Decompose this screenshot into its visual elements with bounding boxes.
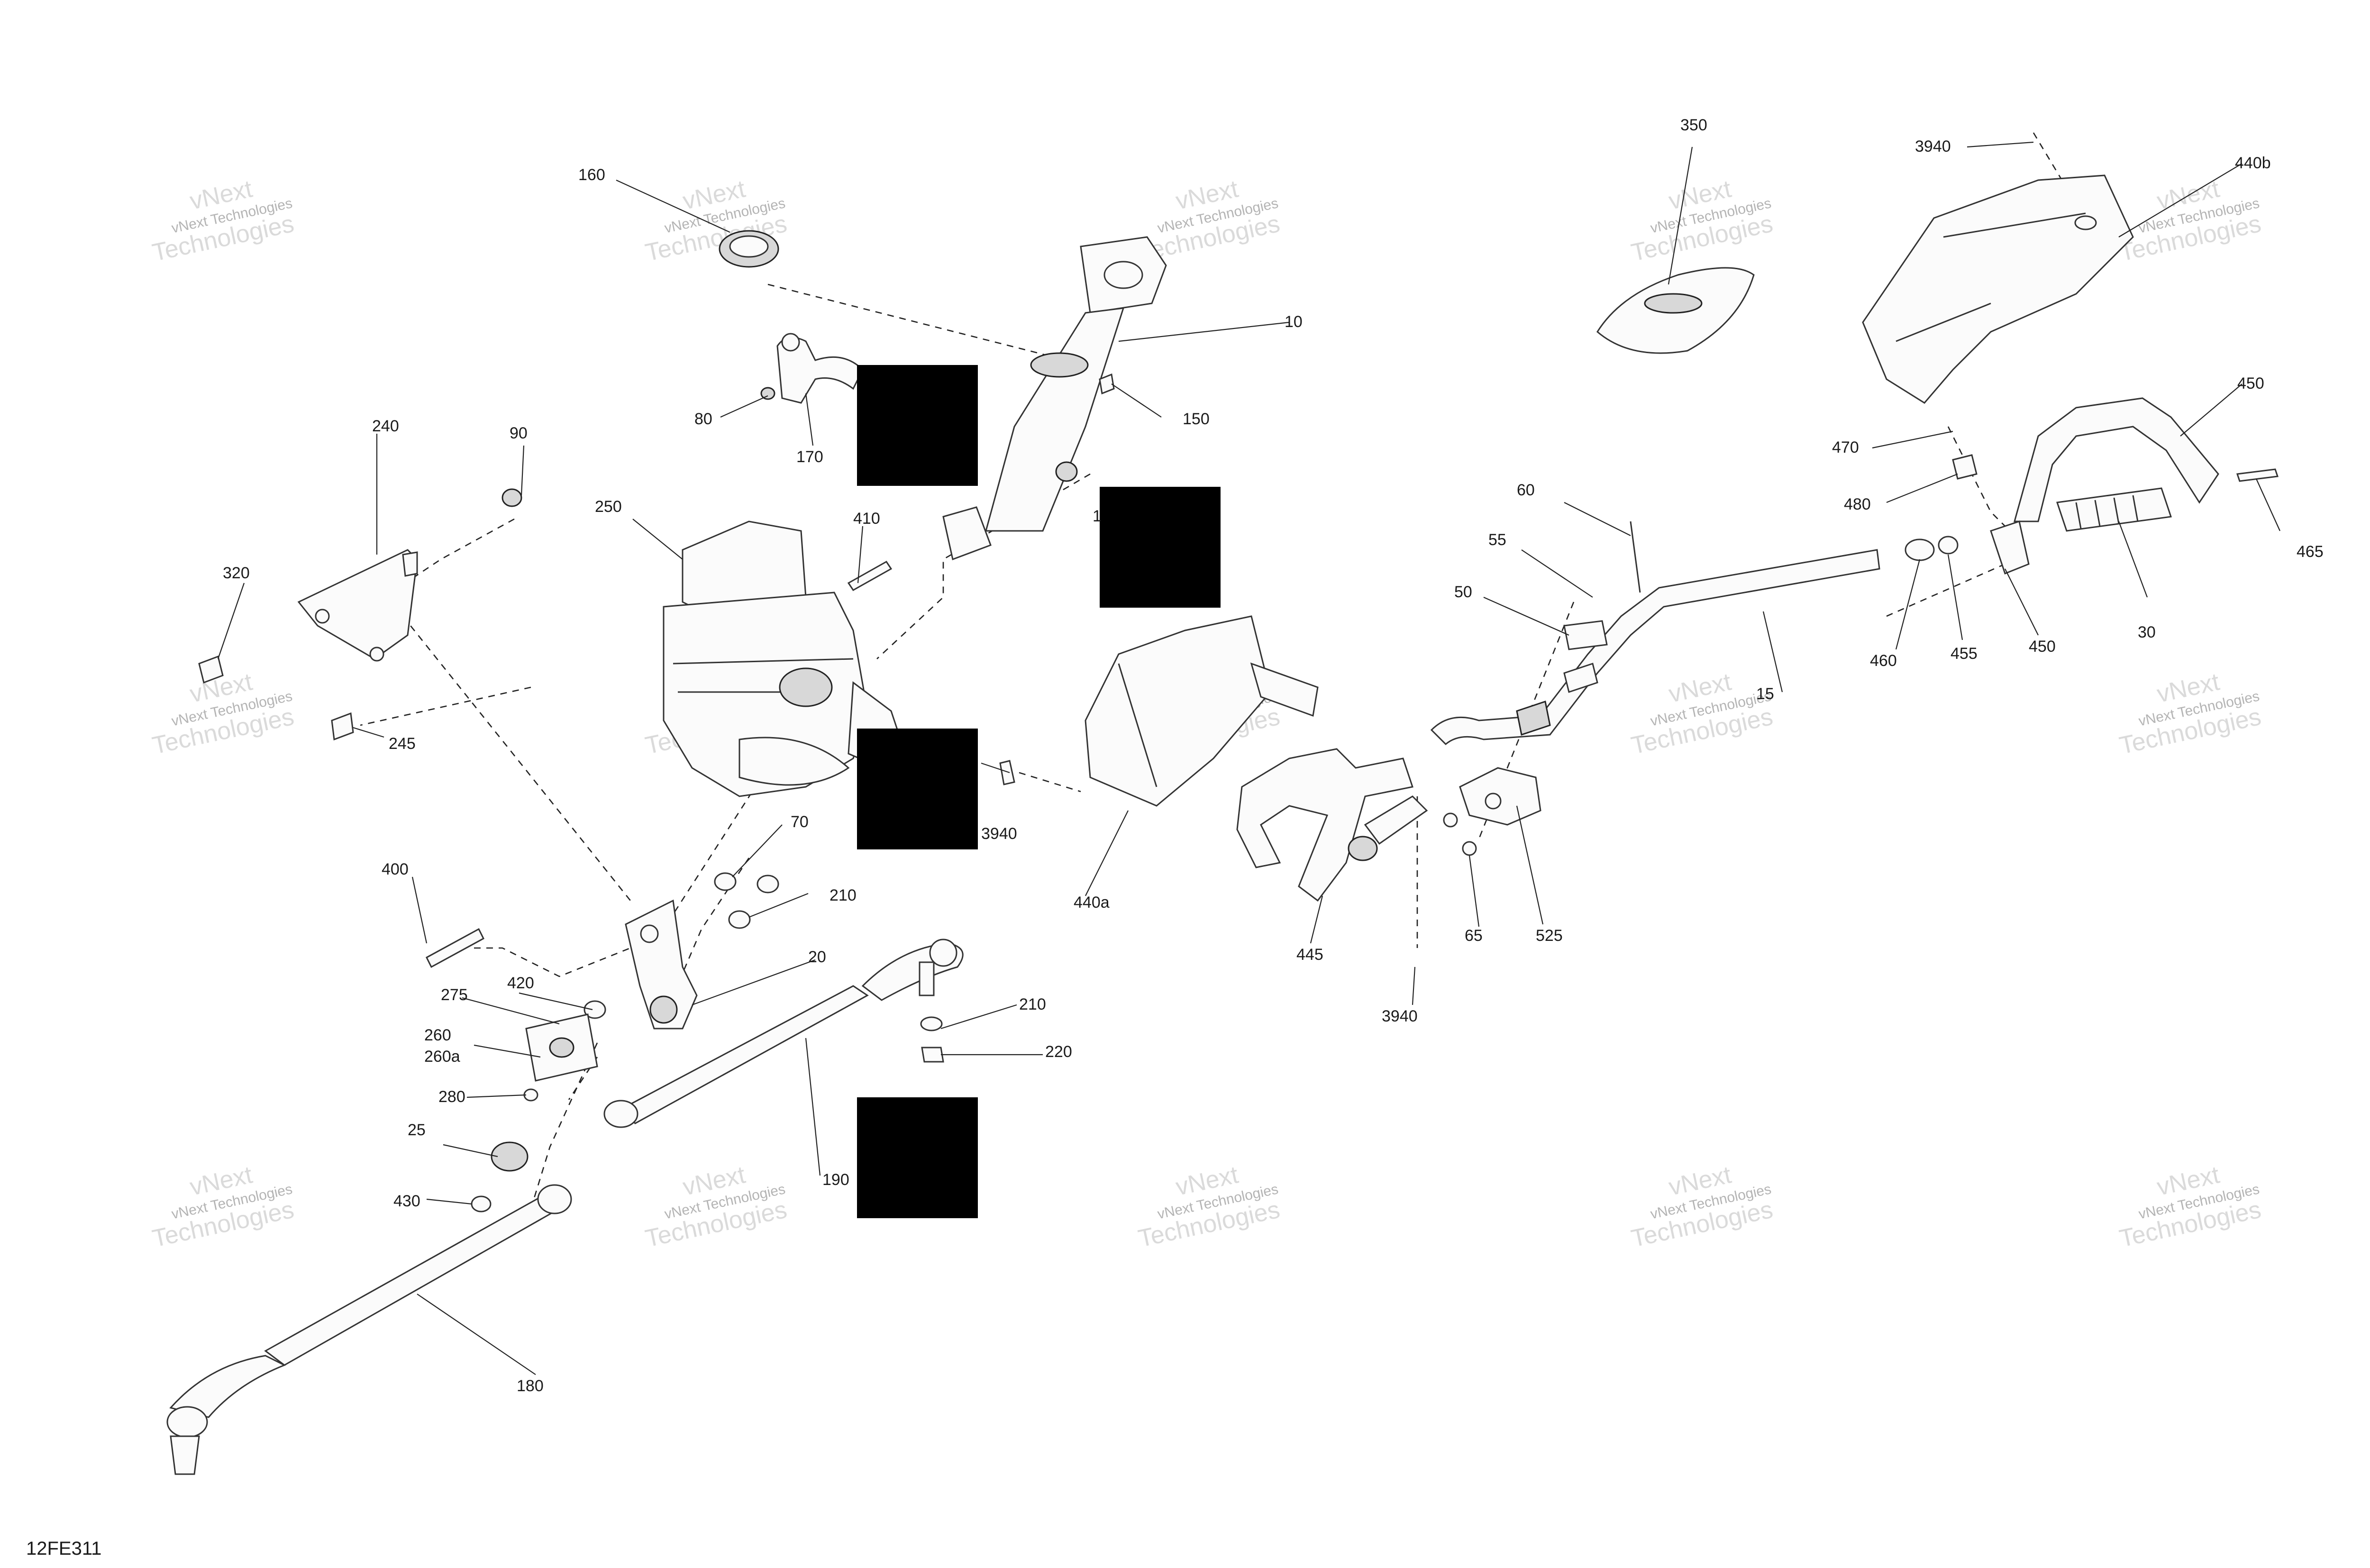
bearing (719, 230, 779, 268)
callout-280: 280 (438, 1088, 465, 1106)
callout-80: 80 (694, 410, 712, 428)
steering-column (942, 236, 1167, 561)
callout-450-bottom: 450 (2029, 638, 2056, 656)
callout-70: 70 (791, 813, 809, 831)
callout-90: 90 (510, 424, 528, 442)
callout-445: 445 (1296, 946, 1323, 964)
brake-master-cylinder (1443, 767, 1541, 856)
power-steering-unit (663, 520, 902, 797)
callout-3940-bottom: 3940 (1382, 1007, 1418, 1025)
callout-525: 525 (1536, 927, 1563, 945)
callout-150: 150 (1183, 410, 1210, 428)
callout-440a: 440a (1074, 893, 1110, 912)
callout-275: 275 (441, 986, 468, 1004)
callout-430: 430 (393, 1192, 420, 1210)
callout-220: 220 (1045, 1043, 1072, 1061)
handlebar-pad (1596, 267, 1755, 354)
callout-245: 245 (389, 735, 416, 753)
callout-470: 470 (1832, 438, 1859, 456)
callout-400: 400 (382, 860, 409, 878)
callout-250: 250 (595, 498, 622, 516)
callout-160: 160 (578, 166, 605, 184)
callout-260a: 260a (424, 1048, 460, 1066)
handguard-right (1990, 397, 2219, 574)
callout-420: 420 (507, 974, 534, 992)
callout-455: 455 (1951, 645, 1978, 663)
callout-210-upper: 210 (830, 886, 857, 904)
callout-240: 240 (372, 417, 399, 435)
callout-465: 465 (2297, 543, 2324, 561)
callout-3940-top: 3940 (1915, 137, 1951, 155)
mount-bracket (297, 549, 418, 662)
hardware (198, 373, 1115, 1212)
callout-480: 480 (1844, 495, 1871, 513)
callout-410: 410 (853, 510, 880, 528)
tie-rod-upper (603, 939, 964, 1128)
callout-30: 30 (2138, 623, 2156, 641)
handguard-left (1236, 748, 1413, 902)
callout-320: 320 (223, 564, 250, 582)
callout-1-partial: 1 (1093, 507, 1102, 525)
callout-10: 10 (1285, 313, 1303, 331)
handlebar-cover-right (1862, 174, 2134, 404)
callout-50: 50 (1454, 583, 1472, 601)
callout-460: 460 (1870, 652, 1897, 670)
callout-350: 350 (1680, 116, 1707, 134)
callout-60: 60 (1517, 481, 1535, 499)
pitman-arm (625, 899, 698, 1030)
callout-25: 25 (408, 1121, 426, 1139)
handlebar (1348, 549, 1880, 861)
callout-190: 190 (822, 1171, 849, 1189)
callout-65: 65 (1465, 927, 1483, 945)
redaction-blocks (857, 365, 1221, 1218)
clamp-block (1563, 521, 1641, 693)
upper-clamp (776, 333, 864, 404)
callout-3940-center: 3940 (981, 825, 1017, 843)
callout-260: 260 (424, 1026, 451, 1044)
tie-rod-lower (166, 1184, 572, 1475)
grip-right (1905, 454, 2279, 561)
callout-450-top: 450 (2237, 374, 2264, 392)
callout-170: 170 (796, 448, 823, 466)
callout-labels: 10 15 20 25 30 50 55 60 65 70 80 90 150 … (223, 116, 2324, 1395)
leader-lines (217, 141, 2281, 1375)
callout-55: 55 (1488, 531, 1506, 549)
callout-210-lower: 210 (1019, 995, 1046, 1013)
diagram-code: 12FE311 (26, 1538, 101, 1559)
callout-440b: 440b (2235, 154, 2271, 172)
handlebar-cover-left (1085, 615, 1319, 807)
callout-15: 15 (1756, 685, 1774, 703)
callout-20: 20 (808, 948, 826, 966)
callout-180: 180 (517, 1377, 544, 1395)
